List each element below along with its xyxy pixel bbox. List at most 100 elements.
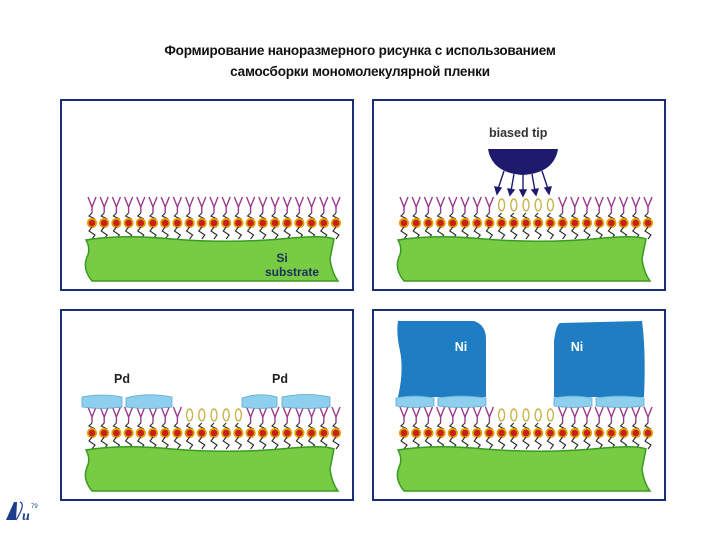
molecule (398, 196, 410, 240)
molecule (398, 406, 410, 450)
monolayer (86, 196, 342, 240)
molecule (642, 406, 654, 450)
molecule (520, 198, 532, 240)
title-line-2: самосборки мономолекулярной пленки (230, 64, 490, 79)
molecule (99, 406, 110, 450)
molecule (520, 408, 532, 450)
molecule (111, 406, 122, 450)
molecule (606, 196, 617, 240)
substrate-label-substrate: substrate (265, 265, 319, 279)
panel-biased-tip: biased tip (372, 99, 666, 291)
molecule (423, 196, 434, 240)
molecule (245, 196, 256, 240)
molecule (318, 406, 329, 450)
molecule (569, 196, 580, 240)
molecule (196, 408, 207, 450)
molecule (160, 196, 171, 240)
molecule (123, 196, 134, 240)
molecule (411, 406, 422, 450)
molecule (196, 196, 207, 240)
ni-block-left (397, 321, 486, 397)
molecule (330, 196, 342, 240)
molecule (257, 196, 268, 240)
panel-2-diagram: biased tip (396, 126, 654, 282)
molecule (594, 406, 605, 450)
molecule (618, 196, 629, 240)
molecule (318, 196, 329, 240)
title-line-1: Формирование наноразмерного рисунка с ис… (164, 43, 556, 58)
molecule (435, 406, 446, 450)
molecule (484, 406, 495, 450)
molecule (282, 406, 293, 450)
molecule (135, 406, 146, 450)
molecule (184, 196, 195, 240)
monolayer (398, 406, 654, 450)
pd-layer-right (553, 395, 645, 408)
monolayer (86, 406, 342, 450)
molecule (86, 406, 98, 450)
pd-label-right: Pd (272, 372, 288, 386)
monolayer (398, 196, 654, 240)
molecule (135, 196, 146, 240)
molecule (423, 406, 434, 450)
molecule (642, 196, 654, 240)
molecule (411, 196, 422, 240)
molecule (484, 196, 495, 240)
pd-layer-right (241, 394, 331, 409)
molecule (557, 406, 568, 450)
molecule (233, 196, 244, 240)
molecule (630, 196, 641, 240)
molecule (294, 196, 305, 240)
molecule (160, 406, 171, 450)
molecule (269, 196, 281, 240)
molecule (147, 196, 159, 240)
panel-4-diagram: Ni Ni (395, 321, 654, 492)
pd-layer-left (81, 394, 173, 409)
molecule (221, 196, 232, 240)
molecule (147, 406, 159, 450)
molecule (618, 406, 629, 450)
molecule (508, 408, 519, 450)
panel-pd-deposition: Pd Pd (60, 309, 354, 501)
molecule (447, 406, 458, 450)
molecule (208, 408, 220, 450)
molecule (557, 196, 568, 240)
molecule (269, 406, 281, 450)
molecule (184, 408, 195, 450)
molecule (111, 196, 122, 240)
molecule (233, 408, 244, 450)
logo-superscript: 79 (31, 504, 38, 510)
biased-tip (488, 149, 558, 175)
molecule (172, 406, 183, 450)
ni-block-right (554, 321, 645, 397)
panel-si-substrate: Si substrate (60, 99, 354, 291)
ni-label-right: Ni (571, 340, 584, 354)
substrate-label-si: Si (276, 251, 287, 265)
molecule (459, 196, 471, 240)
molecule (533, 198, 544, 240)
molecule (282, 196, 293, 240)
ni-label-left: Ni (455, 340, 468, 354)
molecule (86, 196, 98, 240)
molecule (472, 406, 483, 450)
molecule (496, 408, 507, 450)
field-arrows (494, 170, 552, 198)
molecule (630, 406, 641, 450)
molecule (306, 406, 317, 450)
molecule (294, 406, 305, 450)
si-substrate (84, 235, 340, 282)
molecule (257, 406, 268, 450)
molecule (208, 196, 220, 240)
molecule (99, 196, 110, 240)
svg-text:u: u (22, 509, 30, 524)
slide-title: Формирование наноразмерного рисунка с ис… (0, 40, 720, 82)
au-logo-icon: u 79 (6, 501, 38, 524)
molecule (569, 406, 580, 450)
institute-logo: u 79 (4, 498, 44, 524)
molecule (533, 408, 544, 450)
molecule (330, 406, 342, 450)
pd-layer-left (395, 395, 487, 408)
pd-label-left: Pd (114, 372, 130, 386)
molecule (606, 406, 617, 450)
si-substrate (84, 445, 340, 492)
